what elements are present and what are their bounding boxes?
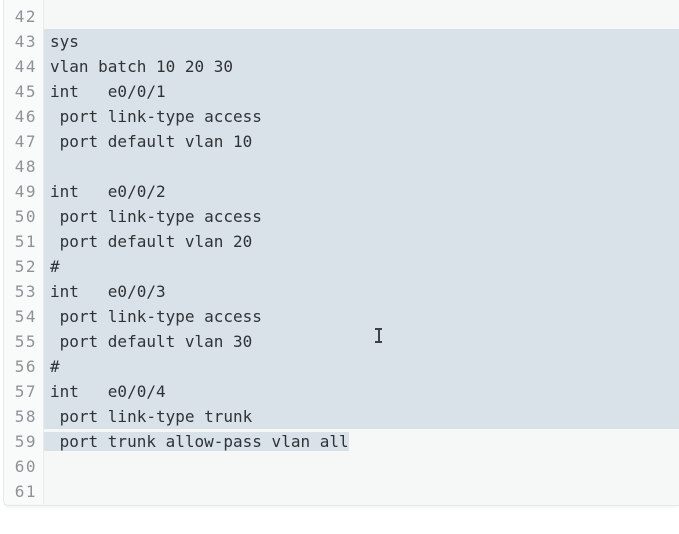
line-number: 58: [4, 404, 44, 429]
line-number: 55: [4, 329, 44, 354]
line-number: 56: [4, 354, 44, 379]
line-number: 50: [4, 204, 44, 229]
line-number: [4, 0, 44, 4]
code-text: port link-type access: [44, 304, 679, 329]
code-text: vlan batch 10 20 30: [44, 54, 679, 79]
code-text: port link-type trunk: [44, 404, 679, 429]
line-number: 52: [4, 254, 44, 279]
code-text: [44, 4, 679, 29]
line-number: 59: [4, 429, 44, 454]
code-text: port default vlan 20: [44, 229, 679, 254]
code-line[interactable]: 48: [4, 154, 679, 179]
code-text: #: [44, 354, 679, 379]
code-line[interactable]: 52#: [4, 254, 679, 279]
code-line[interactable]: 54 port link-type access: [4, 304, 679, 329]
selection-highlight: port trunk allow-pass vlan all: [50, 432, 349, 451]
code-text: port link-type access: [44, 104, 679, 129]
line-number: 51: [4, 229, 44, 254]
code-line[interactable]: 55 port default vlan 30: [4, 329, 679, 354]
line-number: 43: [4, 29, 44, 54]
code-text: [44, 479, 679, 504]
code-text: port default vlan 30: [44, 329, 679, 354]
line-number: 49: [4, 179, 44, 204]
code-line[interactable]: 61: [4, 479, 679, 504]
code-text: int e0/0/1: [44, 79, 679, 104]
code-text: int e0/0/3: [44, 279, 679, 304]
line-number: 46: [4, 104, 44, 129]
code-line[interactable]: 56#: [4, 354, 679, 379]
code-line[interactable]: 47 port default vlan 10: [4, 129, 679, 154]
code-line[interactable]: 60: [4, 454, 679, 479]
line-number: 47: [4, 129, 44, 154]
code-text: sys: [44, 29, 679, 54]
code-line[interactable]: 59 port trunk allow-pass vlan all: [4, 429, 679, 454]
line-number: 42: [4, 4, 44, 29]
line-number: 48: [4, 154, 44, 179]
code-line[interactable]: 46 port link-type access: [4, 104, 679, 129]
line-number: 45: [4, 79, 44, 104]
code-text: port default vlan 10: [44, 129, 679, 154]
line-number: 57: [4, 379, 44, 404]
code-text: port link-type access: [44, 204, 679, 229]
code-line[interactable]: 58 port link-type trunk: [4, 404, 679, 429]
code-text: port trunk allow-pass vlan all: [44, 429, 679, 454]
line-number: 53: [4, 279, 44, 304]
code-text: [44, 454, 679, 479]
line-number: 61: [4, 479, 44, 504]
code-text: [44, 154, 679, 179]
line-number: 44: [4, 54, 44, 79]
code-line[interactable]: 51 port default vlan 20: [4, 229, 679, 254]
line-number: 60: [4, 454, 44, 479]
code-line[interactable]: [4, 0, 679, 4]
code-text: #: [44, 254, 679, 279]
code-text: int e0/0/4: [44, 379, 679, 404]
code-line[interactable]: 42: [4, 4, 679, 29]
code-line[interactable]: 50 port link-type access: [4, 204, 679, 229]
line-number: 54: [4, 304, 44, 329]
code-text: int e0/0/2: [44, 179, 679, 204]
